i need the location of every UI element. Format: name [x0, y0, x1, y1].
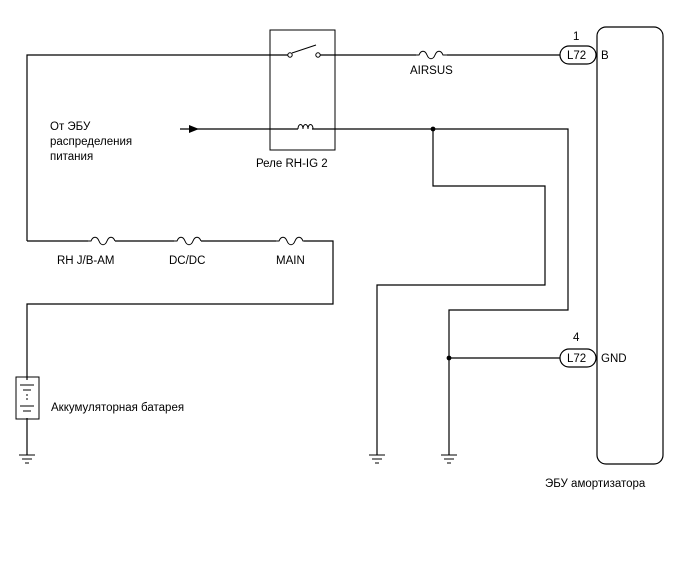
- connector-gnd-terminal: GND: [601, 353, 627, 365]
- fuse-airsus-icon: [416, 50, 447, 60]
- wires: [26, 44, 569, 455]
- junction-dot-coil: [430, 126, 436, 132]
- connector-gnd-id: L72: [567, 353, 586, 365]
- wire-coil-ground: [376, 129, 546, 455]
- junction-dot-gnd: [446, 355, 452, 361]
- wire-fuse-chain: [26, 240, 334, 380]
- connector-b-id: L72: [567, 50, 586, 62]
- source-label: От ЭБУ распределения питания: [50, 121, 132, 163]
- relay-box: [269, 29, 336, 151]
- fuse-dcdc-icon: [174, 236, 202, 246]
- ground-ecu-icon: [441, 454, 457, 464]
- ecu: ЭБУ амортизатора: [545, 26, 664, 490]
- relay-coil-icon: [297, 124, 314, 130]
- relay-switch-blade: [291, 44, 317, 54]
- wire-top: [26, 54, 560, 241]
- wire-source: [180, 128, 569, 455]
- fuse-rh-jb-am-label: RH J/B-AM: [57, 255, 115, 267]
- source-label-line-3: питания: [50, 151, 93, 163]
- ecu-box: [596, 26, 664, 465]
- connector-b-pin: 1: [573, 31, 579, 43]
- ground-battery-icon: [19, 454, 35, 464]
- source-arrow: [189, 125, 199, 133]
- connector-b-shape: [559, 45, 597, 65]
- battery-box: [15, 376, 40, 420]
- relay-contact-right: [315, 52, 321, 58]
- source-label-line-1: От ЭБУ: [50, 121, 91, 133]
- fuse-rh-jb-am-icon: [88, 236, 116, 246]
- fuses: AIRSUS RH J/B-AM DC/DC MAIN: [57, 50, 453, 267]
- fuse-main-label: MAIN: [276, 255, 305, 267]
- connector-gnd-pin: 4: [573, 332, 580, 344]
- relay: Реле RH-IG 2: [256, 29, 336, 170]
- ground-coil-icon: [369, 454, 385, 464]
- fuse-airsus-label: AIRSUS: [410, 65, 453, 77]
- relay-contact-left: [287, 52, 293, 58]
- battery: Аккумуляторная батарея: [15, 376, 184, 420]
- fuse-dcdc-label: DC/DC: [169, 255, 205, 267]
- relay-label: Реле RH-IG 2: [256, 158, 328, 170]
- source-label-line-2: распределения: [50, 136, 132, 148]
- connector-gnd: L72 4 GND: [559, 332, 627, 368]
- fuse-main-icon: [276, 236, 304, 246]
- battery-label: Аккумуляторная батарея: [51, 402, 184, 414]
- connector-b: L72 1 B: [559, 31, 609, 65]
- ecu-label: ЭБУ амортизатора: [545, 478, 646, 490]
- connector-b-terminal: B: [601, 50, 609, 62]
- connector-gnd-shape: [559, 348, 597, 368]
